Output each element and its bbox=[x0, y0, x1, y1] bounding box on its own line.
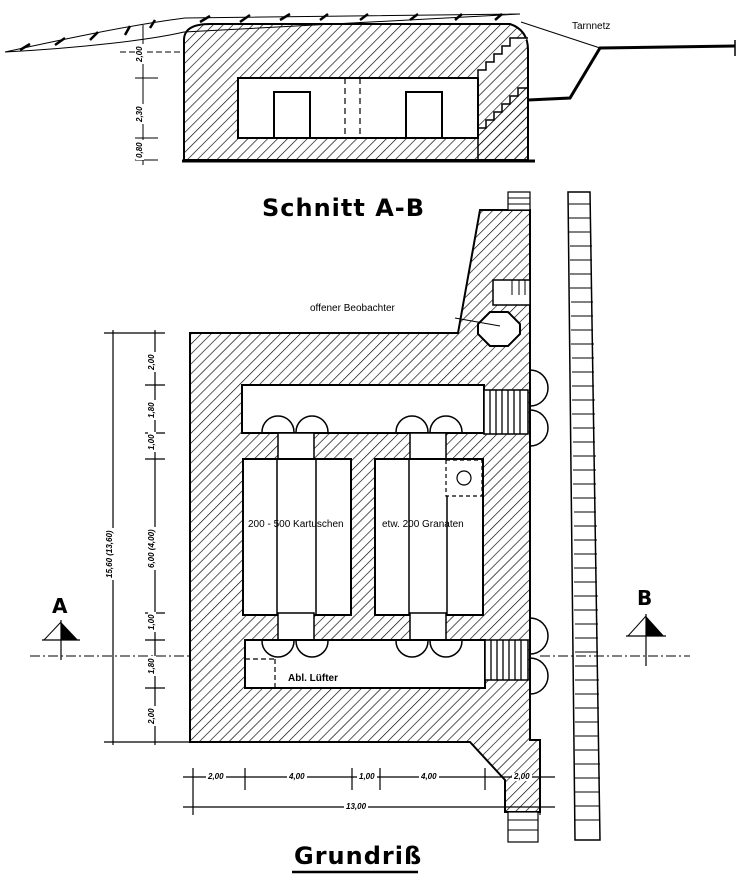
label-room-left: 200 - 500 Kartuschen bbox=[248, 519, 344, 530]
label-observer: offener Beobachter bbox=[310, 303, 395, 314]
section-dim-floor: 0,80 bbox=[135, 140, 144, 160]
plan-hdim-4: 2,00 bbox=[512, 772, 532, 781]
plan-title: Grundriß bbox=[294, 842, 423, 870]
plan-hdim-2: 1,00 bbox=[357, 772, 377, 781]
plan-vdim-total: 15,60 (13,60) bbox=[105, 528, 114, 580]
section-view bbox=[4, 12, 736, 165]
plan-vdim-1: 1,80 bbox=[147, 400, 156, 420]
section-dim-cover: 2,00 bbox=[135, 44, 144, 64]
plan-hdim-1: 4,00 bbox=[287, 772, 307, 781]
section-marker-a: A bbox=[52, 594, 68, 618]
plan-vdim-2: 1,00 bbox=[147, 432, 156, 452]
section-dim-room: 2,30 bbox=[135, 104, 144, 124]
label-fan: Abl. Lüfter bbox=[288, 673, 338, 684]
plan-vdim-5: 1,80 bbox=[147, 656, 156, 676]
plan-vdim-4: 1,00 bbox=[147, 612, 156, 632]
plan-vdim-0: 2,00 bbox=[147, 352, 156, 372]
plan-hdim-total: 13,00 bbox=[344, 802, 369, 811]
plan-hdim-0: 2,00 bbox=[206, 772, 226, 781]
plan-hdim-3: 4,00 bbox=[419, 772, 439, 781]
section-title: Schnitt A-B bbox=[262, 194, 426, 222]
plan-vdim-6: 2,00 bbox=[147, 706, 156, 726]
label-room-right: etw. 200 Granaten bbox=[382, 519, 464, 530]
label-tarnnetz: Tarnnetz bbox=[572, 21, 611, 32]
plan-vdim-3: 6,00 (4,00) bbox=[147, 527, 156, 570]
plan-view bbox=[30, 191, 690, 874]
section-marker-b: B bbox=[637, 586, 653, 610]
